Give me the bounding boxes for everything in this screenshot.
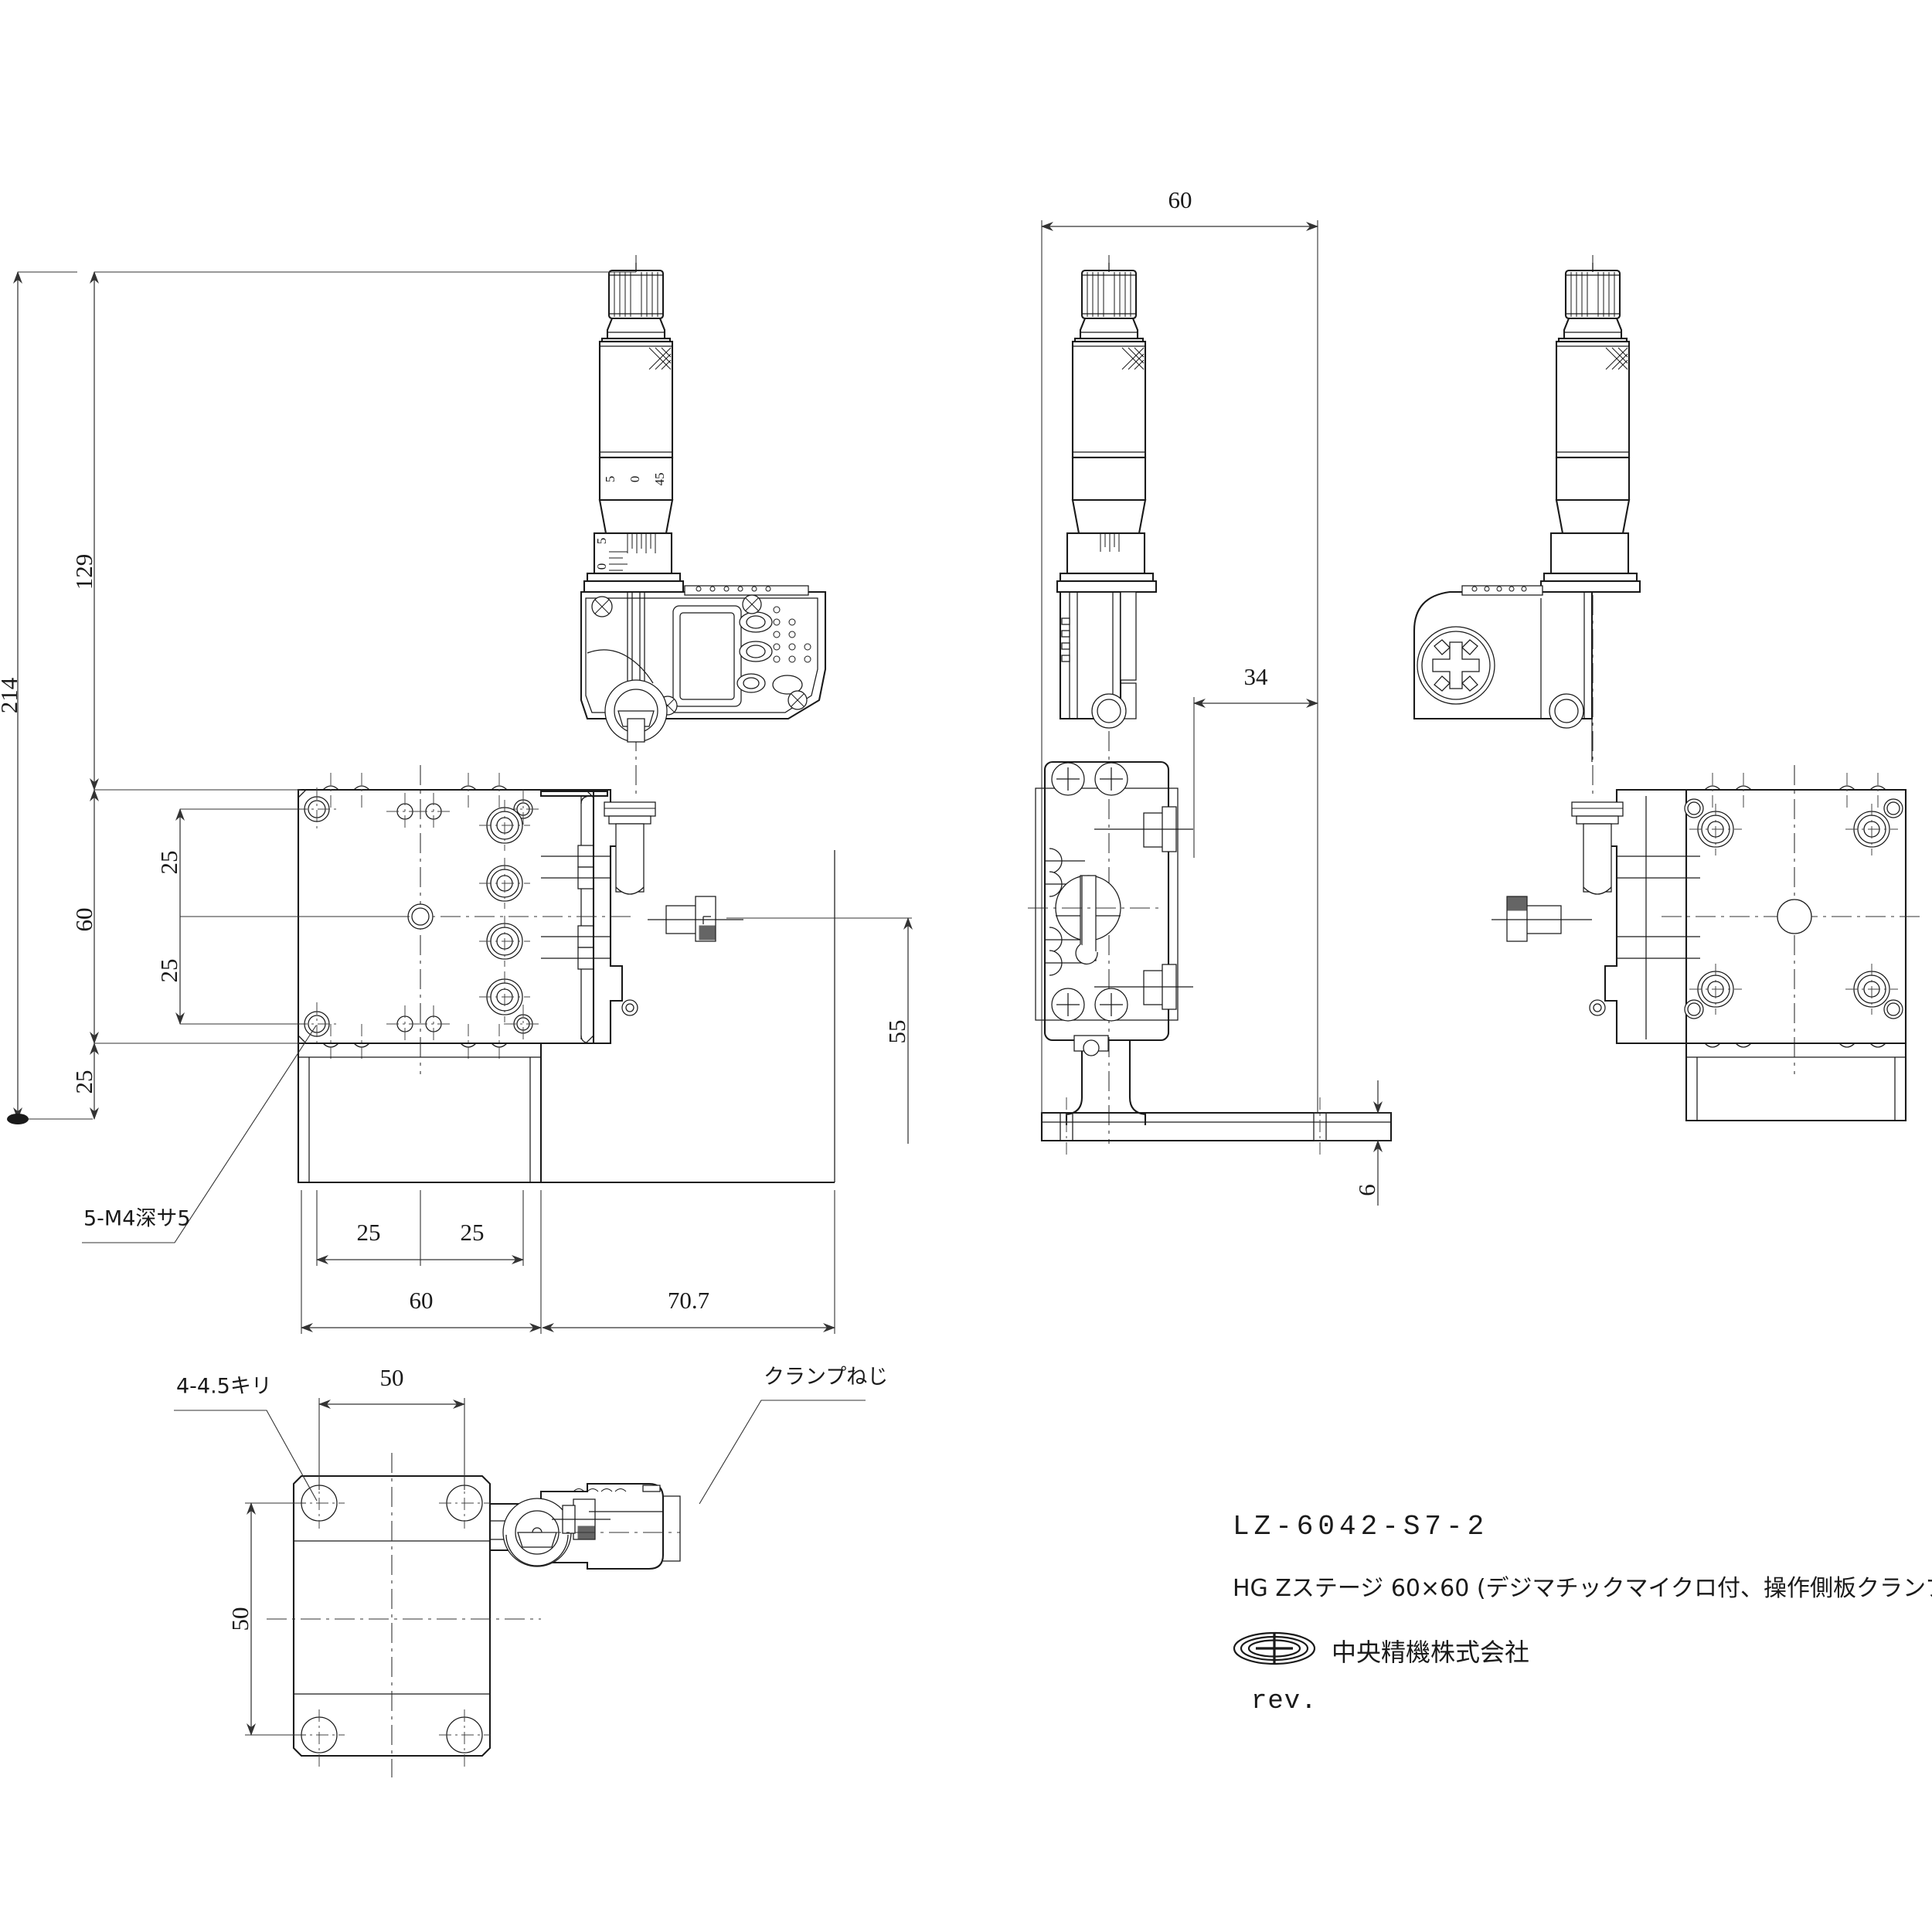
carriage-bolt-upper — [604, 801, 656, 895]
rear-plate-holes — [1684, 798, 1903, 1019]
top-view — [267, 1453, 681, 1777]
front-carriage-body — [539, 788, 743, 1045]
front-stage-plate — [270, 765, 634, 1074]
carriage-side-bolts — [541, 845, 611, 970]
dim-129: 129 — [70, 554, 97, 590]
title-block: LZ-6042-S7-2 HG Zステージ 60×60 (デジマチックマイクロ付… — [1233, 1511, 1932, 1716]
thimble-mark-45: 45 — [652, 473, 667, 486]
dim-50-horizontal: 50 — [380, 1364, 404, 1391]
front-base-block — [297, 850, 835, 1184]
dim-55: 55 — [883, 1020, 910, 1044]
revision-label: rev. — [1251, 1687, 1318, 1716]
ratchet-knob — [607, 263, 665, 320]
front-clamp-screw[interactable] — [648, 896, 743, 942]
dim-25-base-offset: 25 — [70, 1070, 97, 1094]
rear-clamp-screw[interactable] — [1492, 896, 1592, 942]
pozidriv-screw-icon — [1417, 626, 1495, 705]
plate-corner-holes — [295, 787, 543, 1046]
dim-25-pitch-lower: 25 — [155, 959, 182, 983]
dim-50-vertical: 50 — [226, 1607, 253, 1631]
rear-stage-plate — [1662, 765, 1924, 1074]
side-bearing-balls — [1045, 848, 1085, 976]
note-tapped-holes-text: 5-M4深サ5 — [83, 1207, 191, 1231]
micrometer-thimble — [598, 337, 674, 459]
digital-readout-body — [580, 585, 827, 743]
plate-mid-holes — [386, 793, 452, 1043]
top-view-dimensions: 50 50 — [226, 1364, 465, 1736]
rear-readout-housing — [1413, 585, 1594, 762]
housing-screws — [591, 594, 808, 716]
plate-centre-hole — [407, 903, 434, 930]
dim-60-horizontal: 60 — [410, 1287, 434, 1314]
plate-right-counterbores — [479, 800, 530, 1022]
thimble-graduations: 5 0 45 — [598, 456, 674, 502]
dim-25-x-left: 25 — [357, 1219, 381, 1246]
side-corner-screws — [1051, 762, 1128, 1022]
side-base-plate — [1040, 1097, 1393, 1156]
dim-34: 34 — [1244, 663, 1269, 690]
note-clamp-screw-text: クランプねじ — [764, 1366, 888, 1389]
sleeve-scale: 5 0 — [593, 532, 673, 575]
chuo-seiki-logo-icon — [1233, 1631, 1316, 1670]
side-readout-housing — [1059, 590, 1137, 729]
front-horizontal-dimensions: 25 25 60 70.7 — [301, 1190, 835, 1334]
leader-notes: 5-M4深サ5 4-4.5キリ クランプねじ — [82, 1025, 888, 1505]
top-view-clamp-screw[interactable] — [541, 1498, 680, 1540]
note-drill-holes: 4-4.5キリ — [174, 1375, 318, 1502]
side-view — [1028, 255, 1393, 1156]
rear-plate-edge-slots — [1704, 785, 1886, 1048]
sleeve-mark-5: 5 — [594, 538, 609, 545]
micrometer-shoulder — [606, 317, 666, 340]
dim-25-x-right: 25 — [461, 1219, 485, 1246]
readout-buttons[interactable] — [736, 611, 803, 695]
dim-70-7: 70.7 — [668, 1287, 709, 1314]
note-clamp-screw: クランプねじ — [699, 1366, 888, 1505]
side-micrometer-head — [1056, 263, 1158, 594]
side-view-dimensions: 60 34 6 — [1041, 186, 1391, 1206]
side-centre-boss — [1028, 875, 1159, 964]
side-carriage-block — [1028, 760, 1193, 1042]
note-tapped-holes: 5-M4深サ5 — [82, 1025, 317, 1243]
thimble-mark-0: 0 — [628, 476, 642, 483]
part-description: HG Zステージ 60×60 (デジマチックマイクロ付、操作側板クランプ付) — [1233, 1575, 1932, 1602]
dim-60-vertical: 60 — [70, 908, 97, 932]
front-view: 5 0 45 — [270, 255, 835, 1184]
dim-6: 6 — [1353, 1184, 1380, 1196]
dim-25-pitch-upper: 25 — [155, 851, 182, 875]
knurl-hatch — [648, 347, 672, 370]
rear-micrometer-head — [1539, 263, 1641, 594]
top-view-micrometer — [488, 1482, 681, 1570]
carriage-bolt-lower — [621, 999, 638, 1016]
sleeve-mark-0: 0 — [594, 563, 609, 570]
thimble-mark-5: 5 — [603, 476, 617, 483]
dim-side-60: 60 — [1168, 186, 1192, 213]
company-name: 中央精機株式会社 — [1332, 1637, 1530, 1667]
side-clamp-stubs — [1094, 806, 1193, 1010]
part-code: LZ-6042-S7-2 — [1233, 1511, 1489, 1543]
dim-214: 214 — [0, 677, 22, 713]
micrometer-flange — [586, 572, 682, 583]
vent-dots — [773, 606, 811, 663]
company-row: 中央精機株式会社 — [1233, 1631, 1913, 1670]
front-vertical-dimensions: 214 129 60 25 25 25 55 — [0, 271, 913, 1144]
side-column — [1065, 1035, 1147, 1125]
rear-base-block — [1685, 1042, 1907, 1122]
micrometer-taper — [598, 498, 674, 535]
rear-view — [1413, 255, 1924, 1122]
note-drill-holes-text: 4-4.5キリ — [176, 1375, 272, 1399]
top-view-drill-holes — [294, 1453, 490, 1770]
rear-side-bolts — [1617, 855, 1700, 959]
front-micrometer-head: 5 0 45 — [580, 255, 827, 796]
